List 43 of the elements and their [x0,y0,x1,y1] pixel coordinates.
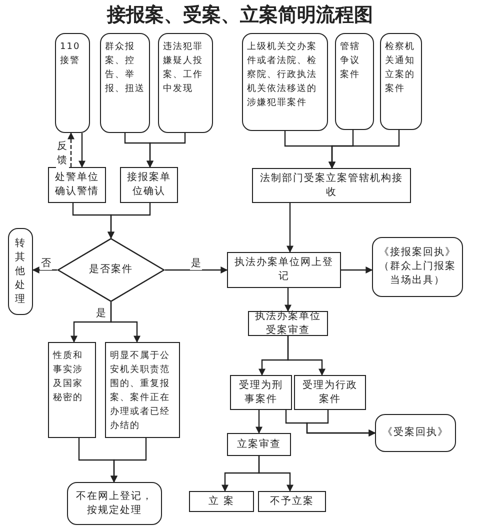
source-box: 上级机关交办案件或者法院、检察院、行政执法机关依法移送的涉嫌犯罪案件 [242,33,328,131]
process-box: 明显不属于公安机关职责范围的、重复报案、案件正在办理或者已经办结的 [105,342,180,438]
arrow [341,266,373,274]
process-box: 立案审查 [227,433,291,456]
arrow [68,132,74,167]
arrow [256,410,262,434]
arrow [110,302,140,343]
arrow [78,133,86,168]
arrow [286,203,294,253]
edge-label: 反馈 [56,140,69,168]
arrow [328,130,400,169]
arrow [32,266,57,274]
source-box: 检察机关通知立案的案件 [380,33,422,130]
receipt-box: 《受案回执》 [375,414,456,452]
process-box: 接报案单位确认 [120,167,178,203]
result-box: 立 案 [189,491,254,512]
arrow [258,456,294,492]
arrow [110,438,147,483]
process-box: 执法办案单位网上登记 [227,252,341,288]
source-box: 110接警 [55,33,90,133]
source-box: 群众报案、控告、举报、扭送 [100,33,150,133]
arrow [306,410,376,436]
receipt-box: 《接报案回执》（群众上门报案当场出具） [372,237,463,297]
terminal-box: 转其他处理 [8,228,33,315]
process-box: 处警单位确认警情 [48,167,106,203]
result-box: 不予立案 [258,491,326,512]
source-box: 管辖争议案件 [335,33,374,130]
source-box: 违法犯罪嫌疑人投案、工作中发现 [158,33,213,133]
arrow [165,266,228,274]
process-box: 受理为刑事案件 [230,375,292,410]
arrow [146,133,186,168]
edge-label: 否 [40,258,52,270]
process-box: 法制部门受案立案管辖机构接收 [252,168,411,203]
arrow [108,203,151,239]
edge-label: 是 [190,258,202,270]
arrow [284,288,292,312]
terminal-box: 不在网上登记，按规定处理 [67,482,162,525]
arrow [287,336,326,376]
process-box: 性质和事实涉及国家秘密的 [48,342,96,438]
decision-diamond: 是否案件 [57,238,165,302]
edge-label: 是 [95,308,107,320]
process-box: 受理为行政案件 [294,375,366,410]
title: 接报案、受案、立案简明流程图 [106,3,374,28]
